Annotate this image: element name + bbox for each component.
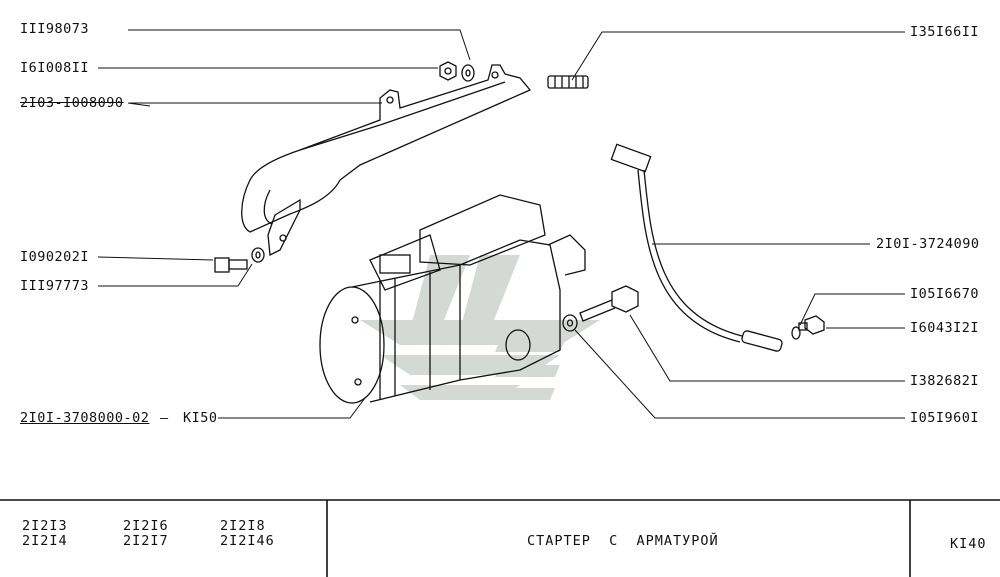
part-label-105-1960: I05I960I bbox=[910, 410, 980, 426]
bolt-right bbox=[798, 315, 825, 335]
part-label-starter-assembly: 2I0I-3708000-02 bbox=[20, 410, 150, 426]
bolt-long bbox=[579, 285, 639, 322]
model-code-1: 2I2I3 bbox=[22, 518, 68, 534]
part-label-ki50: KI50 bbox=[183, 410, 218, 426]
part-label-160-4312: I6043I2I bbox=[910, 320, 980, 336]
stud-part bbox=[547, 75, 589, 89]
part-label-2103-1008090: 2I03-I008090 bbox=[20, 95, 124, 111]
bracket-part bbox=[241, 64, 532, 257]
washer-top bbox=[461, 64, 475, 82]
part-label-1090202: I090202I bbox=[20, 249, 90, 265]
sheet-title: СТАРТЕР С АРМАТУРОЙ bbox=[527, 533, 719, 549]
washer-bolt bbox=[562, 314, 578, 332]
model-code-3: 2I2I6 bbox=[123, 518, 169, 534]
washer-right bbox=[791, 326, 801, 340]
title-block-frame bbox=[0, 499, 1000, 577]
ground-cable bbox=[610, 143, 783, 352]
model-code-5: 2I2I8 bbox=[220, 518, 266, 534]
part-label-161-00811: I6I008II bbox=[20, 60, 90, 76]
bolt-left bbox=[214, 257, 248, 273]
leader-lines bbox=[97, 29, 905, 419]
part-label-111-98073: III98073 bbox=[20, 21, 90, 37]
starter-motor-body bbox=[319, 194, 586, 404]
part-label-dash: — bbox=[160, 410, 169, 426]
sheet-code: KI40 bbox=[950, 536, 987, 552]
part-label-105-16670: I05I6670 bbox=[910, 286, 980, 302]
watermark-logo bbox=[360, 255, 600, 400]
part-label-2101-3724090: 2I0I-3724090 bbox=[876, 236, 980, 252]
model-code-2: 2I2I4 bbox=[22, 533, 68, 549]
washer-left bbox=[251, 247, 265, 263]
model-code-6: 2I2I46 bbox=[220, 533, 275, 549]
part-label-135-16611: I35I66II bbox=[910, 24, 980, 40]
part-label-138-2682: I382682I bbox=[910, 373, 980, 389]
nut-top bbox=[439, 61, 457, 81]
model-code-4: 2I2I7 bbox=[123, 533, 169, 549]
part-label-111-97773: III97773 bbox=[20, 278, 90, 294]
